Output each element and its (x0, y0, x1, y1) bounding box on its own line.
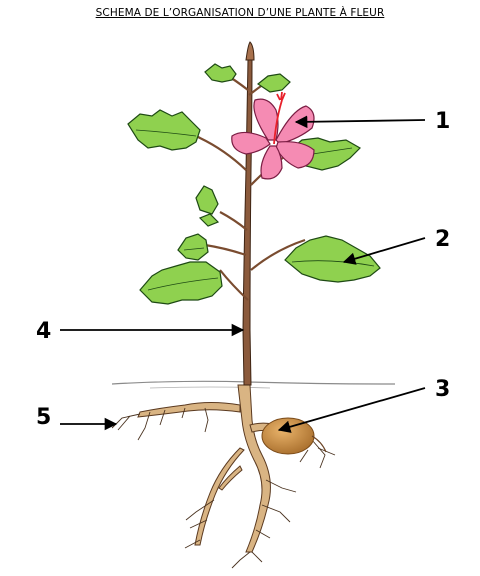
terminal-bud (245, 41, 255, 61)
arrow-2 (342, 237, 426, 265)
seed-radicle (311, 435, 327, 453)
arrow-3 (277, 387, 426, 433)
stem (242, 59, 253, 386)
leaf-veins (135, 129, 375, 291)
leaf-small-right (198, 213, 220, 227)
diagram-title: SCHEMA DE L’ORGANISATION D’UNE PLANTE À … (95, 7, 385, 19)
label-5: 5 (36, 405, 51, 430)
arrow-1 (294, 115, 426, 129)
label-1: 1 (435, 109, 450, 134)
leaf-top-left (204, 63, 237, 83)
root-hairs (111, 407, 336, 569)
label-4: 4 (36, 319, 51, 344)
leaf-mid-left (177, 233, 209, 261)
callout-arrows (60, 115, 426, 433)
seed (261, 417, 315, 455)
flower (231, 91, 315, 180)
leaf-lower-right (284, 235, 381, 283)
leaf-upper-left (127, 109, 201, 151)
leaves (127, 63, 381, 305)
roots (137, 384, 283, 553)
stamen (273, 91, 286, 145)
label-2: 2 (435, 227, 450, 252)
leaf-top-right (256, 73, 291, 93)
label-3: 3 (435, 377, 450, 402)
leaf-mid-left-small (195, 185, 219, 215)
ground-line (111, 380, 396, 389)
